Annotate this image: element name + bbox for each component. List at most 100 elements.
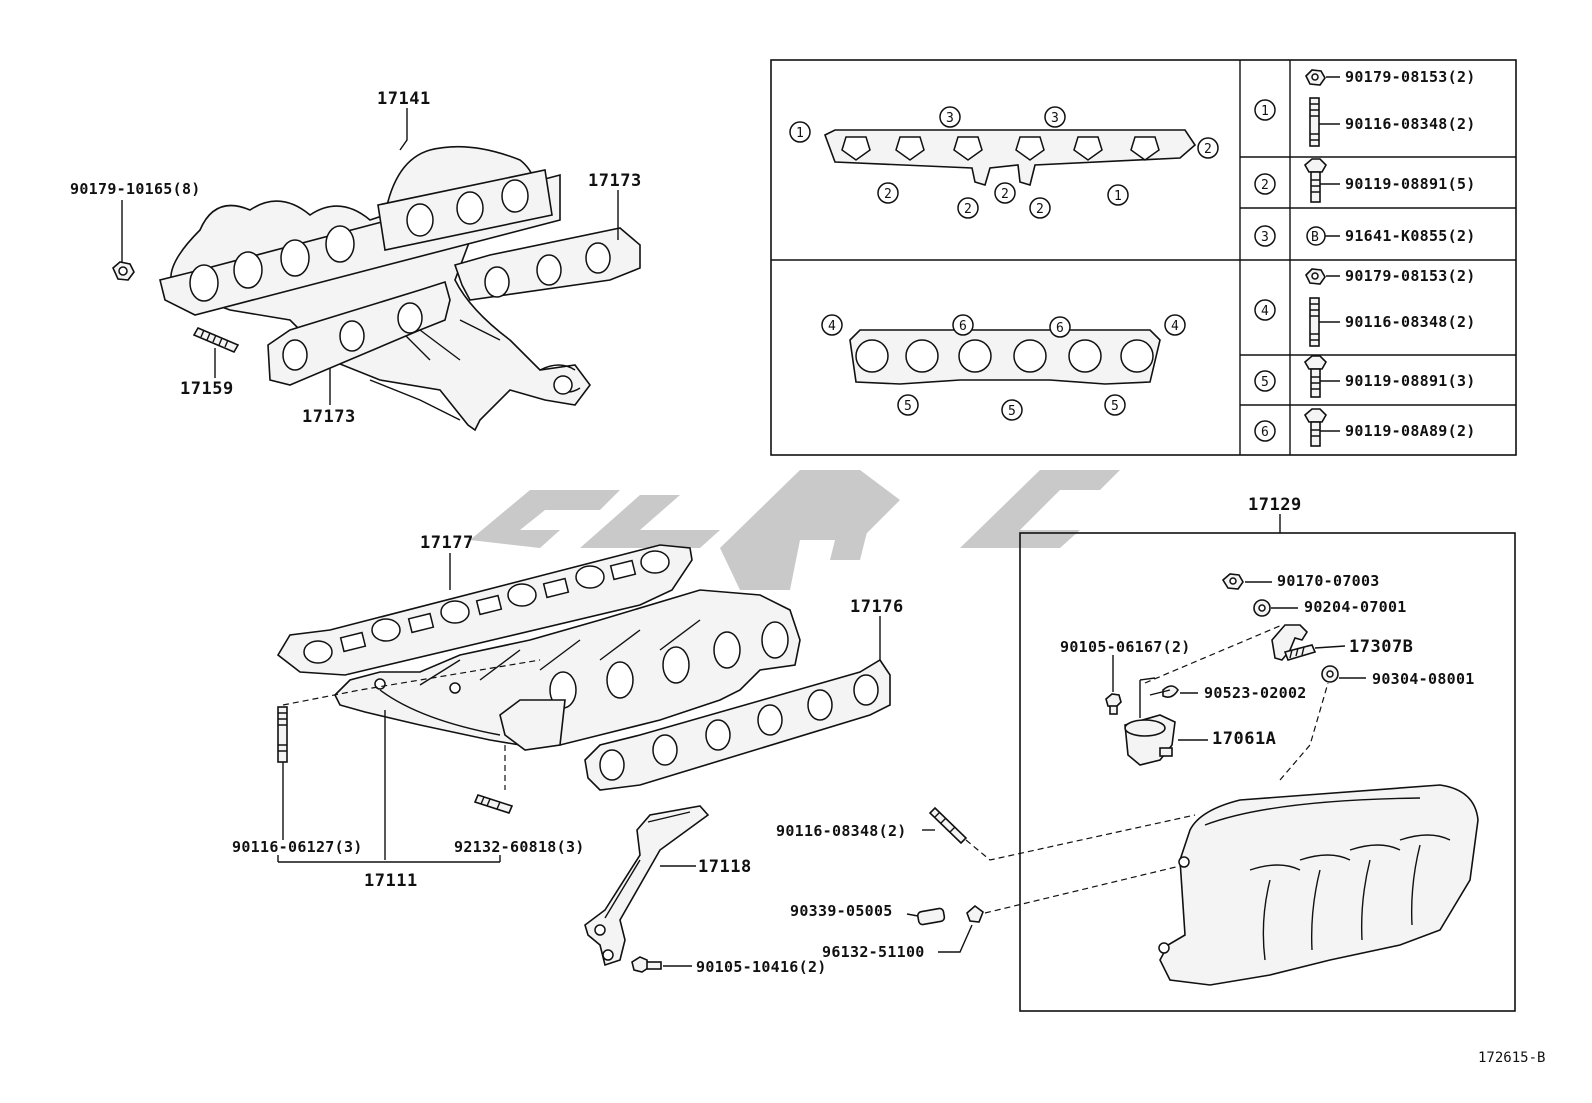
label-exhaust-stud: 17159 xyxy=(180,379,234,399)
table-row-5-item-1: 90119-08891(3) xyxy=(1345,372,1476,390)
nut-a[interactable] xyxy=(1221,573,1244,590)
svg-text:4: 4 xyxy=(1171,319,1179,334)
exhaust-manifold[interactable] xyxy=(159,145,591,432)
table-gasket-lower xyxy=(849,329,1161,385)
alignment-line xyxy=(984,865,1181,914)
label-stay-bolt: 90105-10416(2) xyxy=(696,958,827,976)
intake-gasket-lower[interactable] xyxy=(276,544,693,676)
table-gasket-lower-callouts: 4 6 6 4 5 5 5 xyxy=(821,314,1186,421)
table-row-1-item-1: 90179-08153(2) xyxy=(1345,68,1476,86)
label-stud-a: 90116-06127(3) xyxy=(232,838,363,856)
stud-icon xyxy=(1309,297,1320,347)
table-row-4-circle: 4 xyxy=(1254,299,1276,321)
diagram-code: 172615-B xyxy=(1478,1050,1545,1066)
clamp[interactable] xyxy=(1162,685,1179,698)
svg-text:1: 1 xyxy=(796,126,804,141)
leader-hose-clip xyxy=(938,924,973,953)
leader-17141 xyxy=(399,108,408,151)
exhaust-gasket-left[interactable] xyxy=(267,280,451,386)
intake-manifold-lower[interactable] xyxy=(334,589,801,751)
svg-text:5: 5 xyxy=(1008,404,1016,419)
stay-bolt[interactable] xyxy=(631,956,662,973)
label-washer-b: 90304-08001 xyxy=(1372,670,1475,688)
nut-icon xyxy=(1305,69,1326,86)
label-hose-clip: 96132-51100 xyxy=(822,943,925,961)
svg-text:3: 3 xyxy=(1051,111,1059,126)
alignment-line xyxy=(965,814,1196,861)
svg-text:6: 6 xyxy=(1056,321,1064,336)
svg-text:2: 2 xyxy=(1001,187,1009,202)
svg-text:5: 5 xyxy=(904,399,912,414)
svg-text:4: 4 xyxy=(828,319,836,334)
table-row-5-circle: 5 xyxy=(1254,370,1276,392)
stud-c[interactable] xyxy=(928,806,968,845)
label-actuator: 17061A xyxy=(1212,729,1276,749)
table-row-4-item-2: 90116-08348(2) xyxy=(1345,313,1476,331)
stud-icon xyxy=(1309,97,1320,147)
label-nut-a: 90170-07003 xyxy=(1277,572,1380,590)
watermark-logo xyxy=(470,470,1120,590)
intake-gasket-upper[interactable] xyxy=(584,658,891,791)
label-stud-b: 92132-60818(3) xyxy=(454,838,585,856)
label-exhaust-gasket-left: 17173 xyxy=(302,407,356,427)
label-manifold-stay: 17118 xyxy=(698,857,752,877)
exhaust-nut[interactable] xyxy=(112,261,135,281)
stud-b[interactable] xyxy=(473,794,514,814)
leader-17111 xyxy=(277,710,501,863)
table-gasket-upper xyxy=(824,129,1197,187)
hose-clip[interactable] xyxy=(966,904,984,923)
clip-b-icon: B xyxy=(1306,226,1326,246)
washer-b[interactable] xyxy=(1321,665,1339,683)
table-row-6-circle: 6 xyxy=(1254,420,1276,442)
label-intake-assembly: 17129 xyxy=(1248,495,1302,515)
svg-text:2: 2 xyxy=(964,202,972,217)
exhaust-gasket-right[interactable] xyxy=(453,227,641,301)
bolt-icon xyxy=(1303,355,1327,398)
label-washer-a: 90204-07001 xyxy=(1304,598,1407,616)
svg-text:3: 3 xyxy=(1261,230,1269,245)
label-intake-gasket-upper: 17176 xyxy=(850,597,904,617)
svg-text:2: 2 xyxy=(1261,178,1269,193)
table-gasket-upper-callouts: 1 3 3 2 2 2 2 2 1 xyxy=(789,106,1219,219)
label-exhaust-nut: 90179-10165(8) xyxy=(70,180,201,198)
label-bolt-a: 90105-06167(2) xyxy=(1060,638,1191,656)
table-row-4-item-1: 90179-08153(2) xyxy=(1345,267,1476,285)
stud-a[interactable] xyxy=(277,706,288,763)
vacuum-actuator[interactable] xyxy=(1124,677,1176,766)
svg-text:1: 1 xyxy=(1114,189,1122,204)
svg-text:6: 6 xyxy=(959,319,967,334)
exhaust-stud[interactable] xyxy=(192,326,240,354)
alignment-line xyxy=(1144,624,1283,684)
label-intake-manifold-lower: 17111 xyxy=(364,871,418,891)
svg-text:5: 5 xyxy=(1261,375,1269,390)
plug[interactable] xyxy=(916,907,946,926)
bolt-a[interactable] xyxy=(1105,693,1122,715)
label-bracket: 17307B xyxy=(1349,637,1413,657)
bolt-icon xyxy=(1303,158,1327,203)
table-row-3-circle: 3 xyxy=(1254,225,1276,247)
manifold-stay[interactable] xyxy=(584,805,710,967)
leader-plug xyxy=(906,913,919,917)
washer-a[interactable] xyxy=(1253,599,1271,617)
flange-bolt-icon xyxy=(1303,408,1327,447)
bracket[interactable] xyxy=(1271,624,1317,661)
nut-icon xyxy=(1305,268,1326,285)
intake-manifold-upper[interactable] xyxy=(1158,784,1479,986)
svg-text:6: 6 xyxy=(1261,425,1269,440)
table-row-1-circle: 1 xyxy=(1254,99,1276,121)
label-stud-c: 90116-08348(2) xyxy=(776,822,907,840)
leader-bracket xyxy=(1314,645,1346,649)
table-row-6-item-1: 90119-08A89(2) xyxy=(1345,422,1476,440)
intake-assembly-frame xyxy=(1019,514,1516,1012)
label-exhaust-gasket-right: 17173 xyxy=(588,171,642,191)
table-row-2-circle: 2 xyxy=(1254,173,1276,195)
label-plug: 90339-05005 xyxy=(790,902,893,920)
table-row-2-item-1: 90119-08891(5) xyxy=(1345,175,1476,193)
label-intake-gasket-lower: 17177 xyxy=(420,533,474,553)
table-row-1-item-2: 90116-08348(2) xyxy=(1345,115,1476,133)
alignment-line xyxy=(282,659,541,706)
svg-text:2: 2 xyxy=(1036,202,1044,217)
label-exhaust-manifold: 17141 xyxy=(377,89,431,109)
